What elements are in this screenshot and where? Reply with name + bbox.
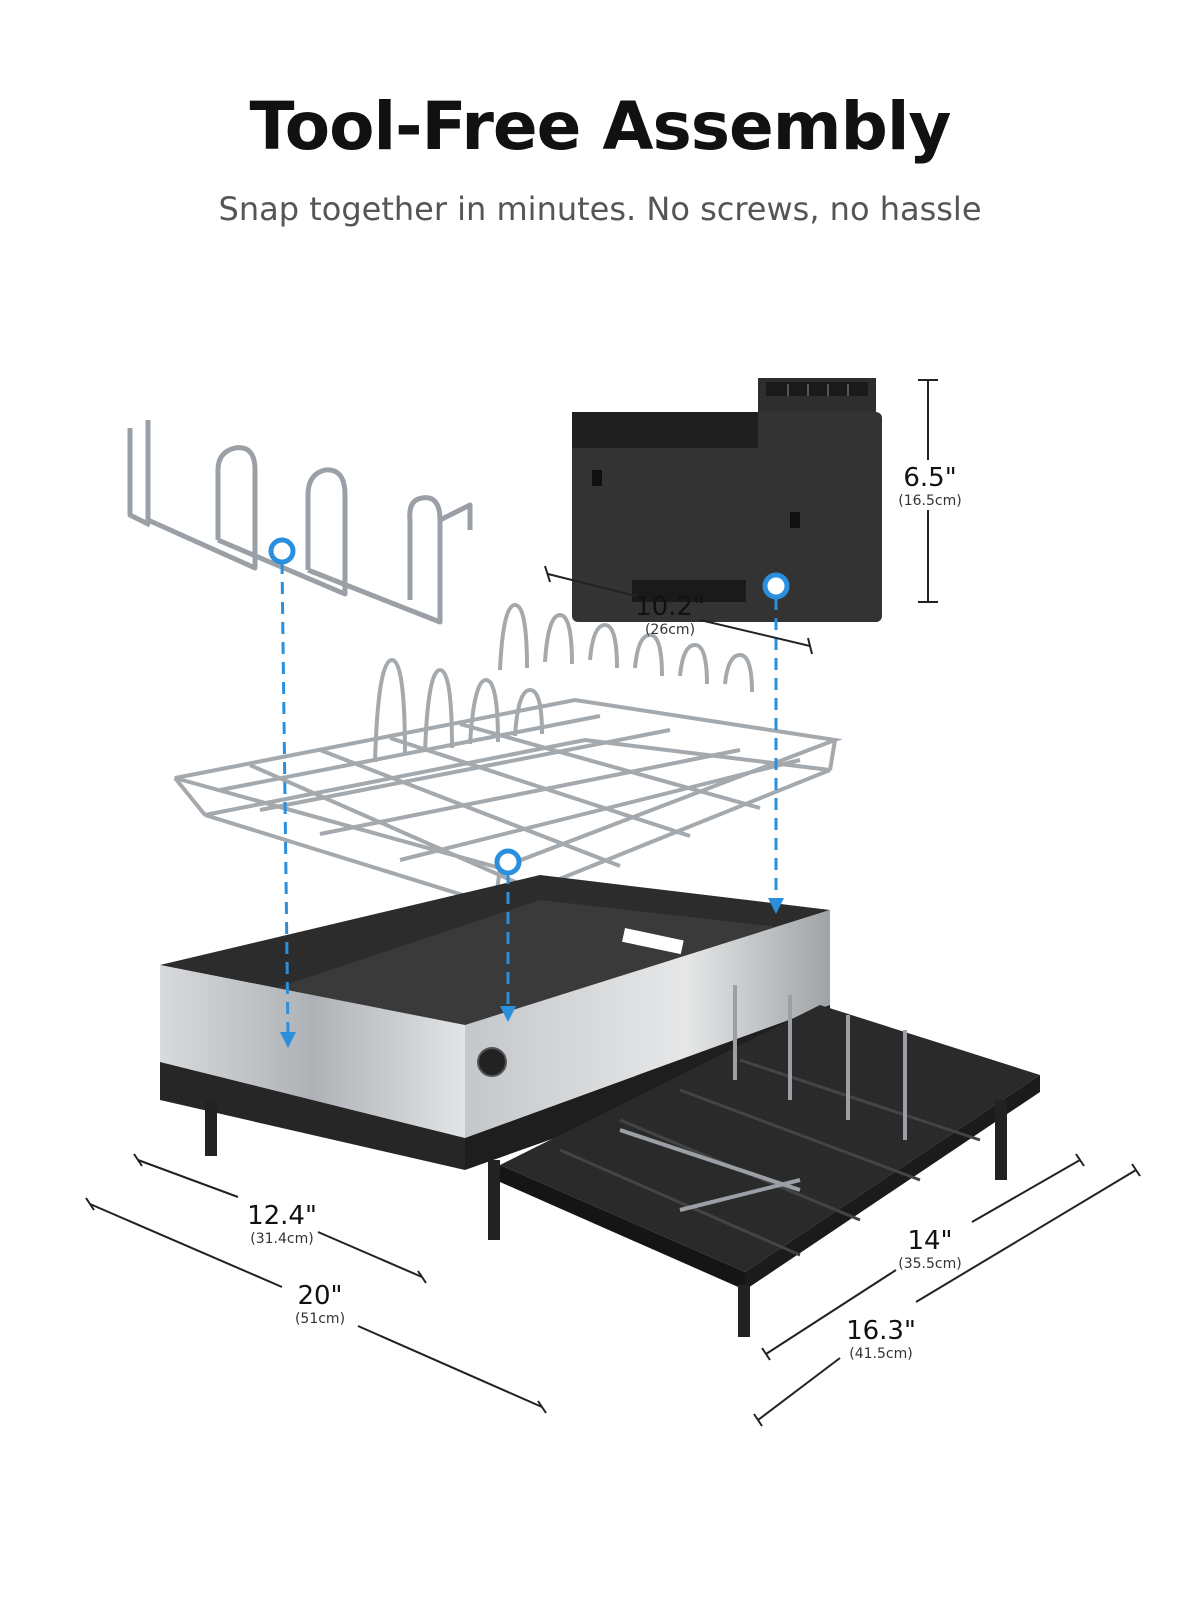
page-title: Tool-Free Assembly xyxy=(249,88,952,165)
height-dimension-label: 6.5" (16.5cm) xyxy=(898,463,962,509)
page-subtitle: Snap together in minutes. No screws, no … xyxy=(218,190,982,228)
total-width-dimension-label: 20" (51cm) xyxy=(294,1281,346,1327)
utensil-width-dimension-label: 10.2" (26cm) xyxy=(635,592,705,638)
total-depth-dimension-label: 16.3" (41.5cm) xyxy=(846,1316,916,1362)
dimension-lines xyxy=(85,379,1141,1427)
dish-rack xyxy=(173,602,843,908)
wire-board-holder xyxy=(127,420,473,625)
utensil-holder xyxy=(572,378,882,622)
tray-depth-dimension-label: 14" (35.5cm) xyxy=(898,1226,962,1272)
basin-depth-dimension-label: 12.4" (31.4cm) xyxy=(247,1201,317,1247)
connection-point-icon xyxy=(268,537,790,876)
drain-board xyxy=(500,985,1040,1337)
arrow-down-icon xyxy=(280,898,784,1048)
assembly-guides xyxy=(280,561,778,1036)
